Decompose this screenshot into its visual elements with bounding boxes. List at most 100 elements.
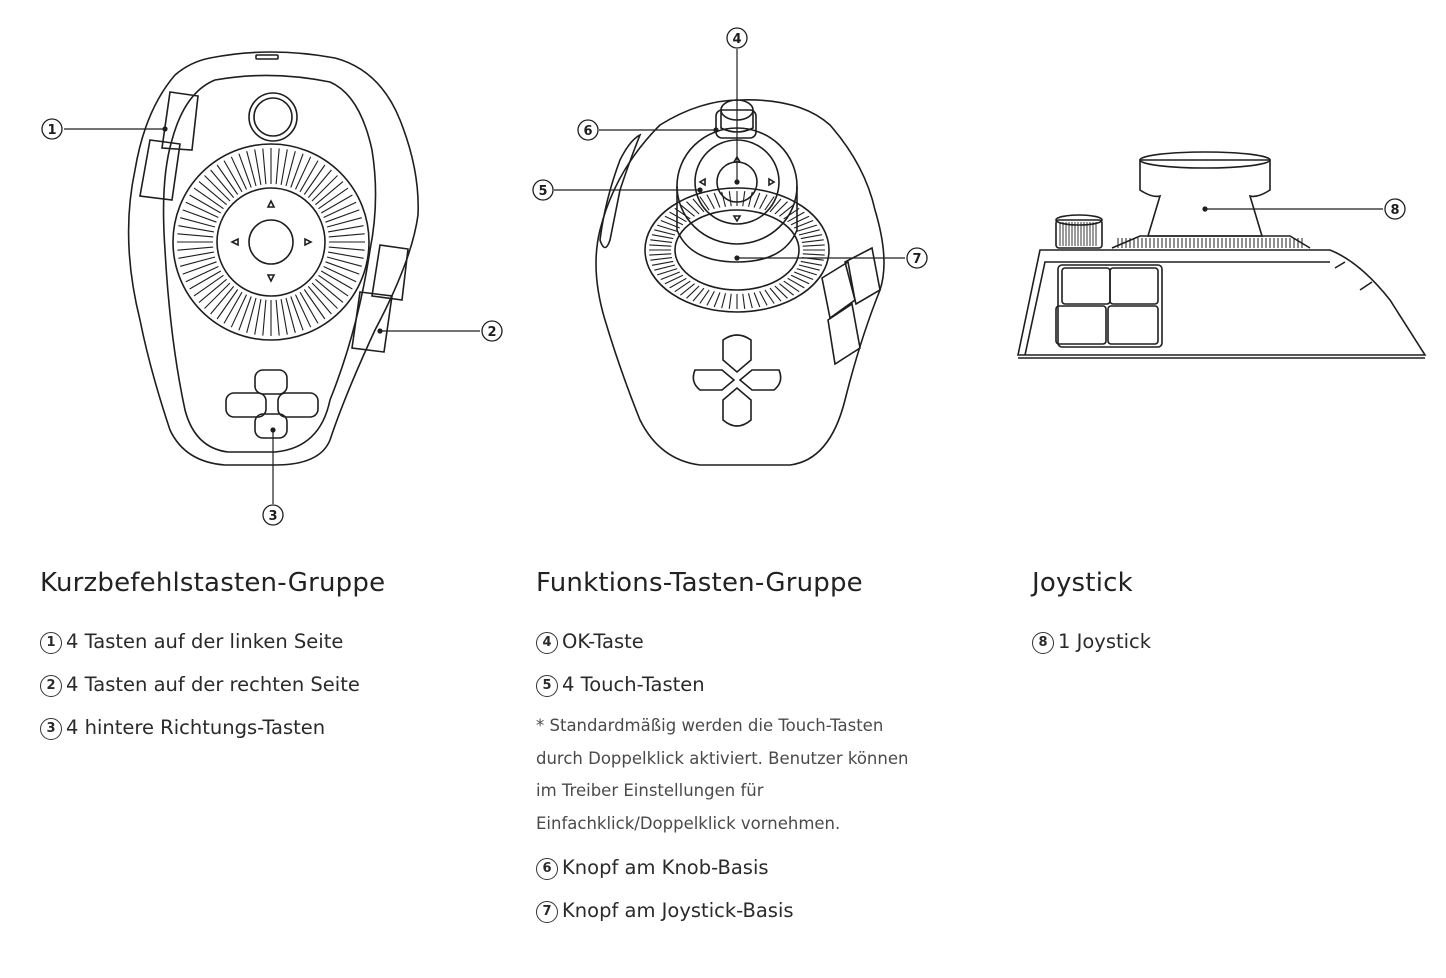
wheel-rib [239, 154, 251, 188]
wheel-rib [729, 294, 731, 309]
wheel-rib [231, 157, 246, 190]
wheel-rib [749, 192, 753, 207]
group-heading: Funktions-Tasten-Gruppe [536, 568, 863, 598]
wheel-rib [801, 235, 822, 239]
wheel-rib [693, 199, 704, 212]
wheel-rib [680, 205, 694, 217]
callout-lines-right [1203, 207, 1383, 211]
wheel-rib [779, 284, 793, 296]
angled-view-device [596, 100, 884, 465]
callout-5: 5 [533, 180, 553, 200]
wheel-rib [743, 294, 745, 309]
wheel-rib [803, 245, 825, 246]
wheel-rib [178, 252, 214, 258]
wheel-rib [801, 261, 822, 265]
wheel-rib [255, 299, 261, 335]
wheel-rib [321, 195, 352, 213]
wheel-rib [312, 283, 338, 309]
callout-1: 1 [42, 119, 62, 139]
wheel-rib [286, 151, 295, 186]
wheel-rib [315, 182, 343, 205]
callout-8: 8 [1385, 199, 1405, 219]
wheel-rib [652, 261, 673, 265]
wheel-rib [177, 247, 213, 250]
wheel-rib [281, 299, 287, 335]
wheel-rib [321, 271, 352, 289]
wheel-rib [657, 225, 677, 231]
wheel-rib [670, 278, 687, 288]
svg-text:2: 2 [487, 325, 496, 340]
wheel-rib [760, 291, 768, 305]
wheel-rib [760, 195, 768, 209]
wheel-rib [304, 290, 325, 320]
wheel-rib [328, 226, 364, 232]
wheel-rib [247, 151, 256, 186]
callout-3: 3 [263, 505, 283, 525]
wheel-rib [231, 295, 246, 328]
wheel-rib [722, 293, 726, 308]
wheel-rib [799, 265, 820, 270]
top-view-device [129, 52, 419, 465]
wheel-rib [654, 265, 675, 270]
wheel-rib [263, 300, 266, 336]
wheel-rib [276, 300, 279, 336]
wheel-rib [779, 205, 793, 217]
wheel-rib [247, 298, 256, 333]
wheel-rib [224, 292, 242, 323]
item-text: OK-Taste [562, 630, 644, 653]
group-heading: Kurzbefehlstasten-Gruppe [40, 568, 386, 598]
wheel-rib [743, 191, 745, 206]
wheel-rib [675, 281, 691, 292]
wheel-rib [180, 257, 215, 266]
wheel-rib [239, 297, 251, 331]
wheel-rib [291, 297, 303, 331]
item-text: 4 Tasten auf der linken Seite [66, 630, 344, 653]
item-text: 4 hintere Richtungs-Tasten [66, 716, 326, 739]
callout-7: 7 [907, 248, 927, 268]
wheel-rib [194, 275, 224, 296]
wheel-rib [754, 293, 760, 308]
wheel-rib [183, 210, 217, 222]
wheel-rib [319, 275, 349, 296]
wheel-rib [791, 275, 809, 284]
wheel-rib [326, 210, 360, 222]
side-wheel-ribs [1060, 222, 1302, 248]
side-view-device [1018, 152, 1425, 358]
wheel-rib [329, 247, 365, 250]
wheel-rib [328, 252, 364, 258]
wheel-rib [775, 286, 788, 298]
wheel-rib [722, 192, 726, 207]
callout-lines-middle [554, 49, 905, 260]
item-text: 1 Joystick [1058, 630, 1152, 653]
wheel-rib [300, 161, 318, 192]
wheel-rib [291, 154, 303, 188]
wheel-rib [654, 230, 675, 235]
wheel-rib [802, 240, 824, 243]
wheel-rib [707, 195, 715, 209]
wheel-rib [319, 188, 349, 209]
wheel-rib [308, 170, 331, 198]
wheel-rib [670, 212, 687, 222]
wheel-rib [700, 290, 709, 304]
wheel-rib [788, 278, 805, 288]
wheel-rib [714, 293, 720, 308]
group-heading: Joystick [1032, 568, 1133, 598]
wheel-rib [190, 195, 221, 213]
svg-text:3: 3 [268, 509, 277, 524]
item-text: 4 Touch-Tasten [562, 673, 705, 696]
wheel-rib [286, 298, 295, 333]
wheel-rib [788, 212, 805, 222]
touch-keys-note: * Standardmäßig werden die Touch-Tasten … [536, 716, 909, 833]
wheel-rib [714, 193, 720, 208]
wheel-rib [276, 148, 279, 184]
wheel-rib [308, 286, 331, 314]
wheel-rib [765, 290, 774, 304]
wheel-rib [186, 202, 219, 217]
